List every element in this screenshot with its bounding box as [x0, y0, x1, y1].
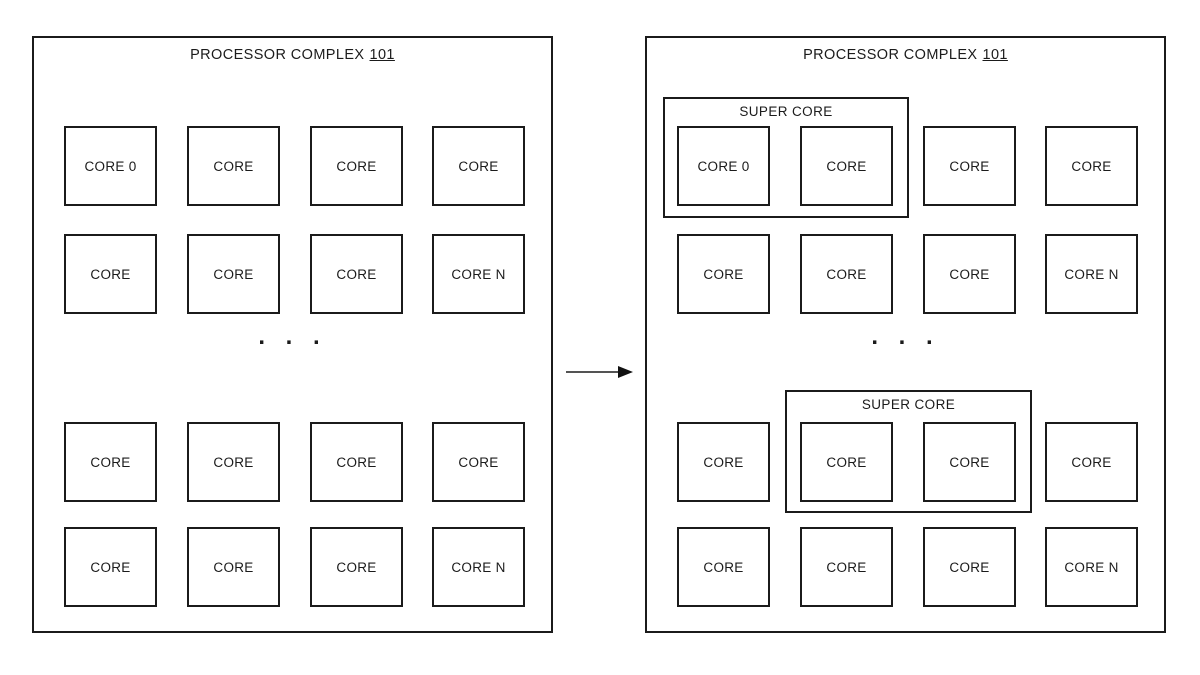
core-box: CORE: [187, 422, 280, 502]
panel-title-text: PROCESSOR COMPLEX: [190, 47, 365, 63]
core-box: CORE: [187, 234, 280, 314]
core-box: CORE: [677, 422, 770, 502]
core-box: CORE: [677, 527, 770, 607]
reference-number: 101: [369, 47, 395, 63]
core-box: CORE: [1045, 126, 1138, 206]
core-box: CORE N: [1045, 234, 1138, 314]
core-box: CORE: [310, 234, 403, 314]
core-box: CORE: [432, 126, 525, 206]
core-box: CORE: [677, 234, 770, 314]
core-box: CORE: [800, 422, 893, 502]
core-box: CORE: [187, 527, 280, 607]
super-core-label: SUPER CORE: [861, 397, 956, 412]
core-box: CORE: [800, 234, 893, 314]
core-box: CORE: [800, 126, 893, 206]
core-box: CORE 0: [64, 126, 157, 206]
core-box: CORE N: [432, 234, 525, 314]
core-box: CORE: [923, 234, 1016, 314]
core-box: CORE: [923, 422, 1016, 502]
ellipsis: . . .: [258, 323, 327, 350]
right-arrow-icon: [566, 364, 634, 380]
core-box: CORE: [64, 527, 157, 607]
core-box: CORE: [64, 234, 157, 314]
core-box: CORE: [64, 422, 157, 502]
core-box: CORE: [800, 527, 893, 607]
core-box: CORE: [310, 126, 403, 206]
super-core-label: SUPER CORE: [739, 104, 833, 119]
panel-title-text: PROCESSOR COMPLEX: [803, 47, 978, 63]
core-box: CORE N: [432, 527, 525, 607]
core-box: CORE: [310, 422, 403, 502]
core-box: CORE: [310, 527, 403, 607]
ellipsis: . . .: [871, 323, 940, 350]
core-box: CORE 0: [677, 126, 770, 206]
core-box: CORE: [923, 527, 1016, 607]
core-box: CORE N: [1045, 527, 1138, 607]
core-box: CORE: [432, 422, 525, 502]
reference-number: 101: [982, 47, 1008, 63]
core-box: CORE: [1045, 422, 1138, 502]
core-box: CORE: [923, 126, 1016, 206]
core-box: CORE: [187, 126, 280, 206]
